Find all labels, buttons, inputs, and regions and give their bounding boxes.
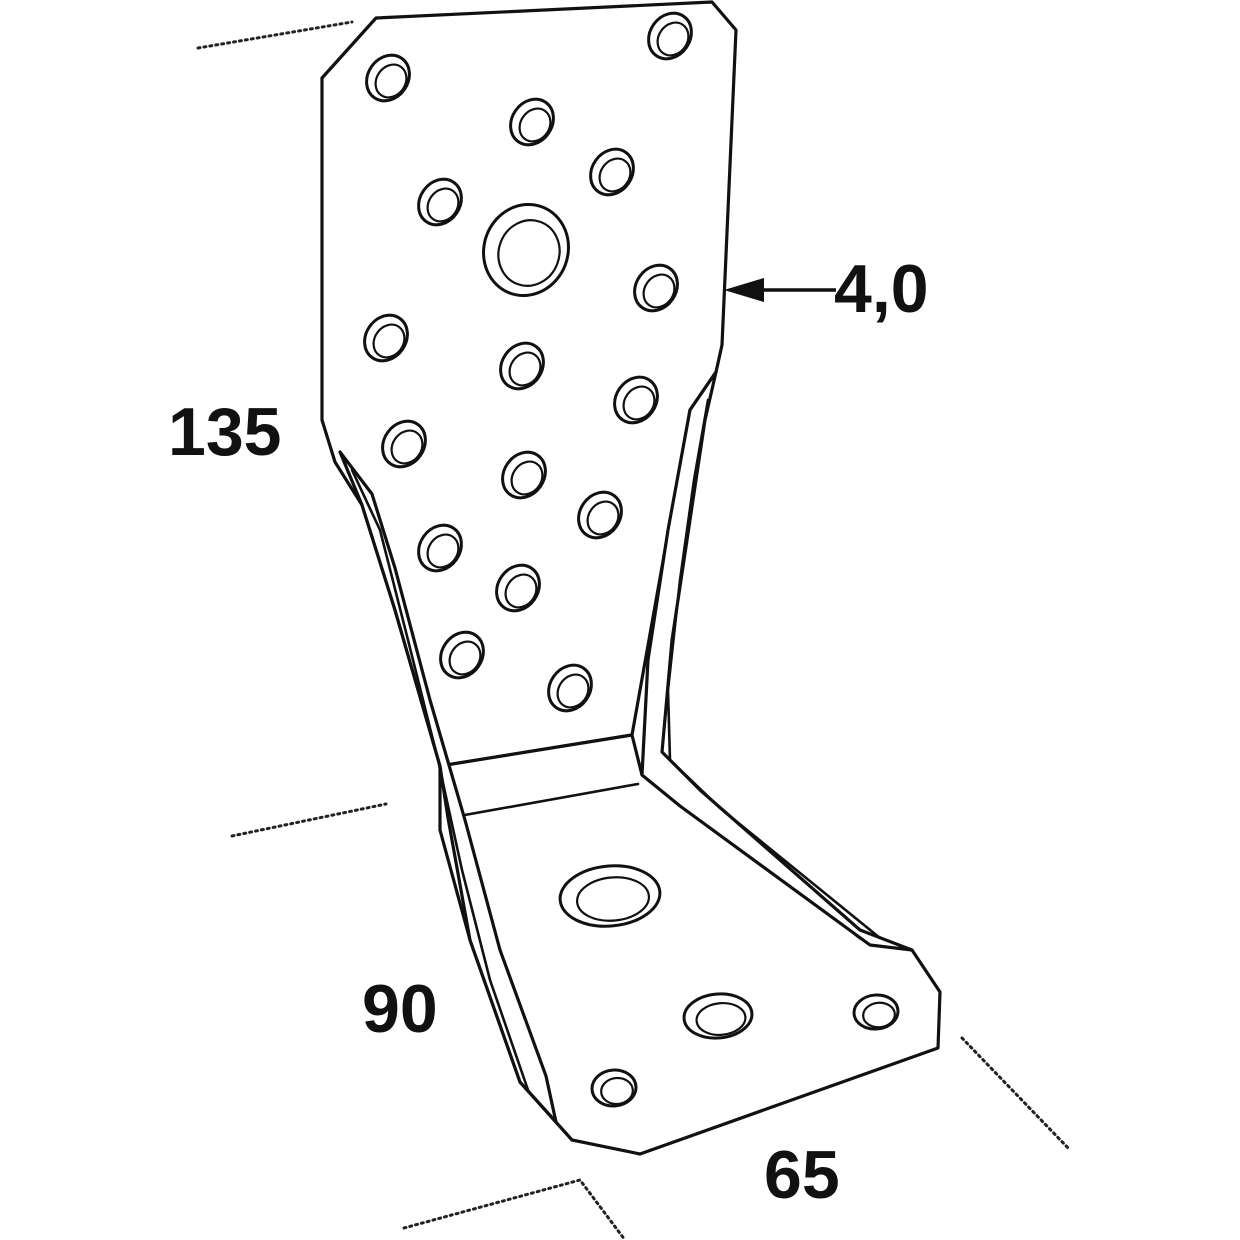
vertical-plate-hole (365, 53, 411, 103)
thickness-arrow (724, 278, 836, 302)
vertical-plate-hole (381, 419, 427, 469)
vertical-plate-hole (509, 97, 555, 147)
vertical-plate-hole (633, 263, 679, 313)
vertical-plate-hole (547, 663, 593, 713)
vertical-plate-hole (363, 313, 409, 363)
vertical-plate-hole (499, 341, 545, 391)
extension-lines (196, 20, 1072, 1240)
vertical-plate-hole (613, 375, 659, 425)
base-plate-hole (852, 993, 900, 1031)
rib-left-inner (350, 468, 530, 1092)
vertical-plate-hole (589, 147, 635, 197)
base-plate-hole (590, 1068, 638, 1108)
vertical-plate-holes (363, 11, 693, 713)
vertical-plate-hole (417, 523, 463, 573)
rib-right-inner (666, 398, 882, 940)
extension-line-bottom (402, 1178, 627, 1240)
bend-edge-lower (446, 782, 640, 820)
rib-left (338, 450, 558, 1124)
vertical-plate-hole (647, 11, 693, 61)
vertical-plate-hole (501, 450, 547, 500)
vertical-plate-hole (417, 177, 463, 227)
base-plate-hole (682, 992, 754, 1040)
base-plate-large-hole (558, 864, 662, 928)
extension-line-top (196, 20, 354, 50)
dimension-depth-label: 90 (362, 971, 438, 1047)
base-plate-holes (558, 864, 900, 1108)
vertical-plate-hole (439, 630, 485, 680)
rib-right (640, 370, 914, 952)
dimension-height-label: 135 (168, 394, 281, 470)
dimension-thickness-label: 4,0 (834, 251, 929, 327)
vertical-plate-large-hole (482, 202, 570, 298)
extension-line-middle (230, 802, 388, 838)
dimension-width-label: 65 (764, 1137, 840, 1213)
extension-line-right (960, 1036, 1072, 1152)
vertical-plate-hole (495, 563, 541, 613)
vertical-plate-hole (577, 490, 623, 540)
